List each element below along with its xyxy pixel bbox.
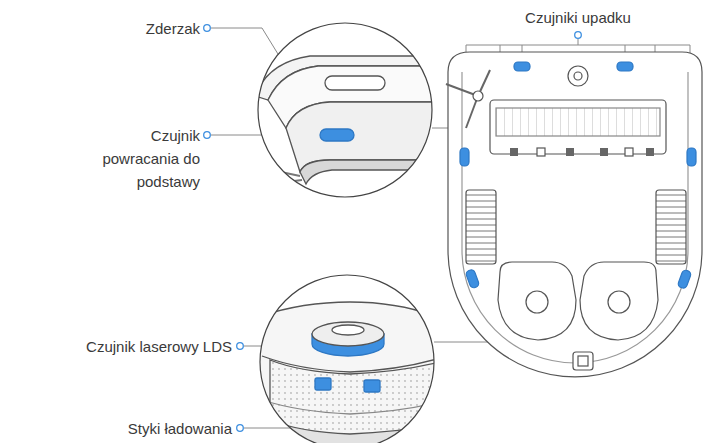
robot-bottom-view <box>578 356 588 366</box>
robot-bottom-view <box>496 108 660 136</box>
bumper-zoom <box>320 129 354 141</box>
robot-bottom-view <box>573 352 593 370</box>
robot-bottom-view <box>608 291 630 313</box>
leader-dots <box>204 132 211 139</box>
lds-zoom <box>262 400 440 414</box>
robot-bottom-view <box>687 148 696 166</box>
robot-bottom-view <box>568 66 588 86</box>
lds-zoom <box>262 356 440 372</box>
robot-bottom-view <box>466 190 496 264</box>
robot-bottom-view <box>462 72 688 363</box>
leader-dots <box>575 32 582 39</box>
robot-bottom-view <box>490 100 666 154</box>
robot-bottom-view <box>510 148 518 156</box>
robot-bottom-view <box>460 148 469 166</box>
leader-dots <box>204 25 211 32</box>
lds-zoom <box>332 325 364 335</box>
lds-zoom <box>312 322 384 346</box>
robot-bottom-view <box>448 52 702 377</box>
robot-bottom-view <box>498 262 576 340</box>
leader-lines <box>578 39 579 45</box>
bumper-zoom <box>300 160 450 184</box>
robot-bottom-view <box>566 148 574 156</box>
robot-bottom-view <box>537 148 545 156</box>
robot-bottom-view <box>473 91 483 101</box>
robot-bottom-view <box>460 62 696 289</box>
robot-bottom-view <box>600 148 608 156</box>
lds-zoom <box>260 275 434 443</box>
part-label: Czujniki upadku <box>525 6 631 29</box>
bumper-zoom <box>255 23 450 197</box>
part-label: Czujnik laserowy LDS <box>86 335 232 358</box>
part-label: Czujnik powracania do podstawy <box>82 124 200 193</box>
robot-bottom-view <box>617 62 633 71</box>
lds-zoom <box>255 302 440 443</box>
robot-bottom-view <box>514 62 530 71</box>
robot-bottom-view <box>677 269 692 289</box>
bumper-zoom <box>258 23 432 197</box>
robot-bottom-view <box>646 148 654 156</box>
robot-bottom-view <box>625 148 633 156</box>
bumper-zoom <box>325 76 385 90</box>
robot-bottom-view <box>656 190 686 264</box>
part-label: Styki ładowania <box>128 417 232 440</box>
robot-bottom-view <box>574 72 582 80</box>
lds-zoom <box>270 360 440 443</box>
robot-bottom-view <box>580 262 658 340</box>
lds-zoom <box>364 380 380 392</box>
bumper-zoom <box>255 56 450 184</box>
robot-bottom-view <box>465 269 480 289</box>
robot-bottom-view <box>526 291 548 313</box>
lds-zoom <box>255 275 440 443</box>
robot-bottom-view <box>446 70 490 128</box>
leader-dots <box>237 425 244 432</box>
lds-zoom <box>315 378 331 390</box>
robot-bottom-view <box>446 52 702 377</box>
part-label: Zderzak <box>146 17 200 40</box>
lds-zoom <box>255 302 440 443</box>
leader-dots <box>237 343 244 350</box>
